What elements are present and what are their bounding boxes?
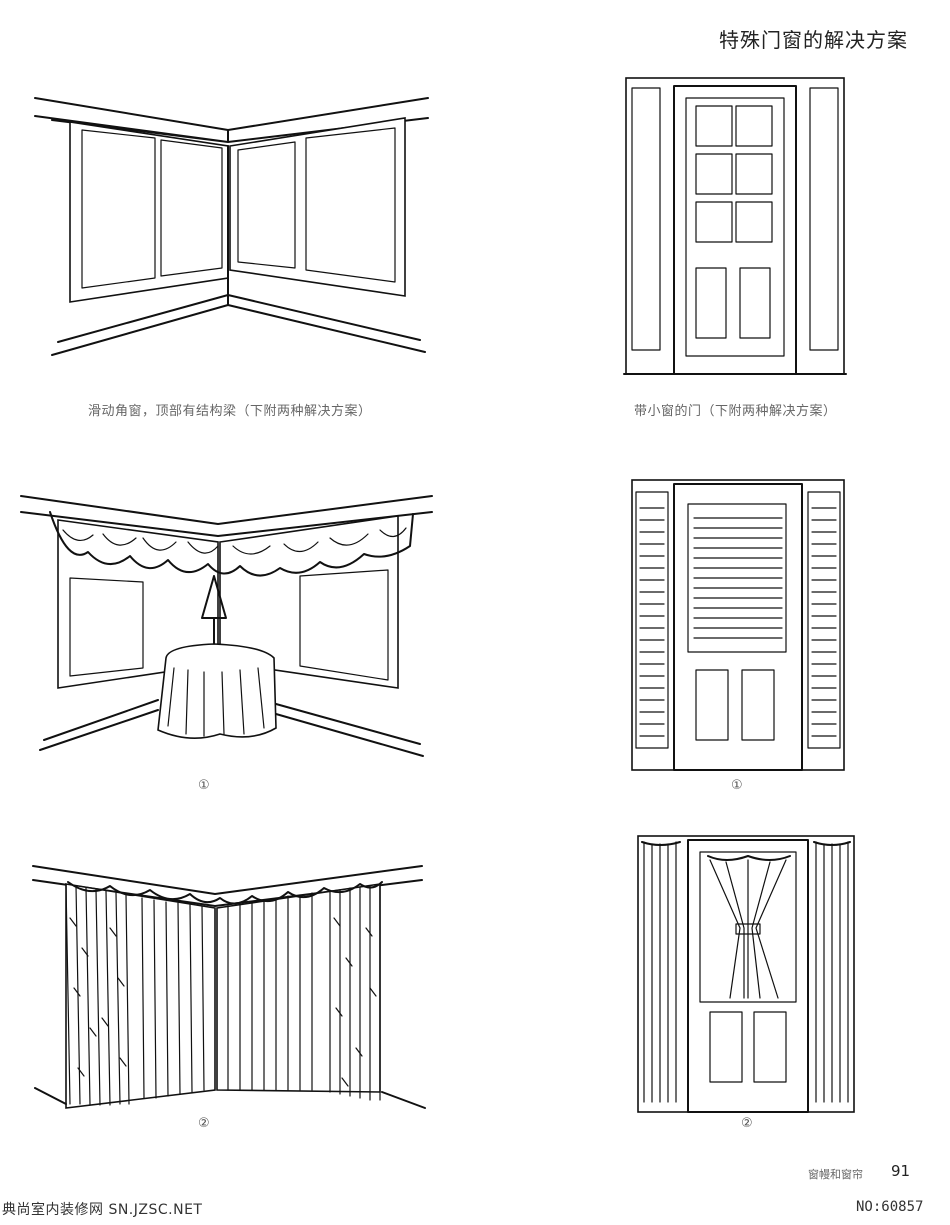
solution-2-label-door: ② bbox=[741, 1116, 753, 1131]
solution-1-label-door: ① bbox=[731, 778, 743, 793]
door-sidelights-illustration bbox=[623, 76, 847, 376]
page-title: 特殊门窗的解决方案 bbox=[719, 28, 908, 52]
solution-1-label-corner: ① bbox=[198, 778, 210, 793]
door-sidelights-caption: 带小窗的门（下附两种解决方案） bbox=[634, 404, 837, 419]
door-shutters-illustration bbox=[630, 478, 846, 774]
corner-drapes-illustration bbox=[30, 858, 430, 1114]
watermark-text: 典尚室内装修网 SN.JZSC.NET bbox=[2, 1202, 203, 1218]
corner-window-illustration bbox=[30, 90, 440, 370]
page-number: 91 bbox=[891, 1162, 911, 1180]
corner-balloon-valance-illustration bbox=[18, 490, 438, 770]
catalog-number: NO:60857 bbox=[856, 1199, 924, 1215]
corner-window-caption: 滑动角窗，顶部有结构梁（下附两种解决方案） bbox=[88, 404, 372, 419]
door-curtains-illustration bbox=[636, 834, 856, 1116]
solution-2-label-corner: ② bbox=[198, 1116, 210, 1131]
footer-section-title: 窗幔和窗帘 bbox=[808, 1168, 863, 1181]
